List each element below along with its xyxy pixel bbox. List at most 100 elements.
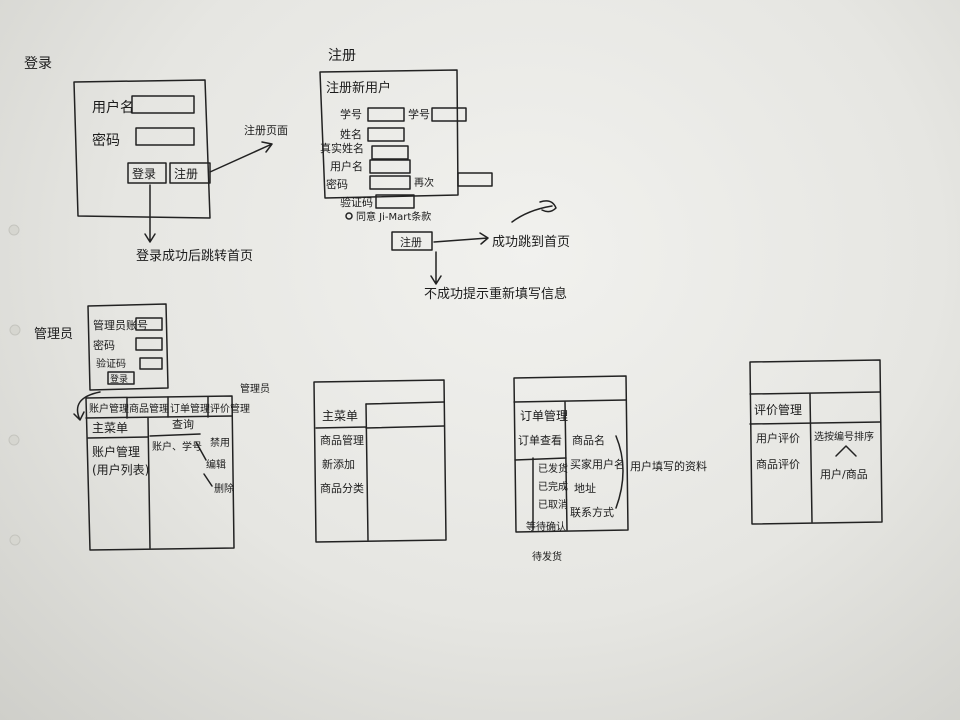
review-sketch: 评价管理 用户评价 商品评价 选按编号排序 用户/商品 [749,359,883,525]
product-sidebar-divider [365,403,369,541]
field-name-label: 姓名 [340,127,362,141]
order-detail-1: 商品名 [572,433,605,447]
admin-action-edit: 编辑 [206,458,226,471]
password-label: 密码 [92,132,120,149]
field-student-id-box [367,107,405,122]
field-confirm-box [457,172,493,187]
admin-query-label: 查询 [172,417,194,431]
product-menu-underline [315,426,367,429]
order-status-4: 等待确认 [526,520,566,533]
admin-query-note: 账户、学号 [152,440,202,453]
register-heading: 注册新用户 [326,80,391,96]
review-header-lines [749,391,881,425]
product-menu-item-3: 商品分类 [320,481,364,495]
login-success-note: 登录成功后跳转首页 [136,249,253,264]
review-item-1: 用户评价 [756,431,800,445]
username-label: 用户名 [92,99,134,116]
order-status-5: 待发货 [532,550,562,563]
admin-captcha-label: 验证码 [96,357,126,370]
product-sketch: 主菜单 商品管理 新添加 商品分类 [313,379,447,543]
field-student-id-box-2 [431,107,467,122]
order-detail-2: 买家用户名 [570,457,625,471]
register-sketch: 注册 注册新用户 学号 学号 姓名 真实姓名 用户名 密码 再次 验证码 同意 … [319,48,570,302]
admin-nav-separators [126,396,209,419]
field-captcha-label: 验证码 [340,195,373,209]
cursor-doodle [511,200,557,223]
admin-action-arrows [195,441,213,487]
order-query-label: 订单查看 [518,433,562,447]
field-student-id-label-2: 学号 [408,107,430,121]
admin-menu-item: 账户管理 [92,444,140,459]
register-frame [319,69,459,199]
admin-side-note: 管理员 [240,382,270,395]
register-page-note: 注册页面 [244,123,288,137]
login-button-label: 登录 [132,166,156,181]
login-success-arrow [144,184,156,243]
order-status-3: 已取消 [538,498,568,511]
order-detail-brace [615,435,624,509]
username-field [131,95,195,114]
register-fail-note: 不成功提示重新填写信息 [424,286,567,302]
register-success-arrow [433,232,489,245]
admin-tab-review: 评价管理 [210,402,250,415]
admin-menu-underline [87,436,149,439]
admin-tab-order: 订单管理 [170,402,210,415]
admin-login-button [107,371,135,385]
register-button [169,162,211,184]
admin-tab-account: 账户管理 [89,402,129,415]
punch-hole [9,324,21,336]
register-title: 注册 [328,48,356,64]
field-password-label: 密码 [326,177,348,191]
field-name-box [367,127,405,142]
admin-query-line [149,433,201,437]
admin-action-lock: 禁用 [210,437,230,449]
register-submit-label: 注册 [400,235,422,249]
order-header-line [513,399,627,403]
review-branch-note: 用户/商品 [820,467,868,481]
review-sidebar-divider [809,393,813,523]
admin-title: 管理员 [34,327,73,342]
login-sketch: 登录 用户名 密码 登录 注册 注册页面 登录成功后跳转首页 [24,56,288,264]
field-captcha-box [375,194,415,209]
field-realname-label: 真实姓名 [320,141,364,155]
punch-hole [9,534,21,546]
field-confirm-label: 再次 [414,176,434,189]
admin-tab-product: 商品管理 [129,402,169,415]
order-detail-3: 地址 [574,481,596,495]
admin-sidebar-divider [147,417,151,549]
order-side-note: 用户填写的资料 [630,459,707,473]
field-username-label: 用户名 [330,159,363,173]
punch-hole [8,434,20,446]
login-frame [73,79,211,219]
register-success-note: 成功跳到首页 [492,235,570,250]
to-register-arrow [209,141,273,173]
admin-account-box [135,317,163,331]
order-sidebar-divider [564,401,568,531]
admin-password-label: 密码 [93,338,115,352]
product-menu-heading: 主菜单 [322,409,358,423]
register-submit-button [391,231,433,251]
admin-menu-heading: 主菜单 [92,421,128,435]
punch-hole [8,224,20,236]
register-button-label: 注册 [174,166,198,181]
register-fail-arrow [430,251,442,285]
product-menu-item-2: 新添加 [322,457,355,471]
admin-nav-divider [85,415,233,419]
admin-password-box [135,337,163,351]
agree-checkbox [345,212,353,220]
admin-captcha-box [139,357,163,370]
review-branch-mark [835,445,857,457]
admin-menu-item-sub: (用户列表) [92,462,149,477]
field-student-id-label: 学号 [340,107,362,121]
product-menu-item-1: 商品管理 [320,433,364,447]
field-realname-box [371,145,409,160]
review-heading: 评价管理 [754,402,802,417]
admin-dashboard-frame [85,395,235,551]
order-detail-4: 联系方式 [570,505,614,519]
admin-action-delete: 删除 [214,482,234,495]
field-username-box [369,159,411,174]
agree-text: 同意 Ji-Mart条款 [356,210,431,223]
admin-login-frame [87,303,169,391]
admin-account-label: 管理员账号 [93,318,148,332]
